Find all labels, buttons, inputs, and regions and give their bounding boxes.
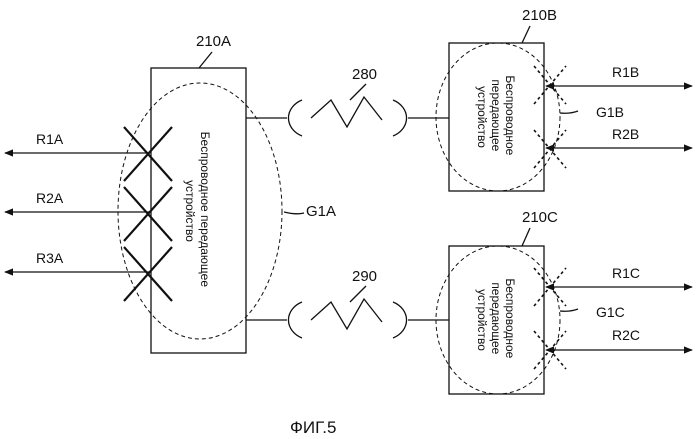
group-c-label: G1C — [596, 304, 625, 320]
port-r2c-label: R2C — [612, 327, 640, 343]
port-r1b-label: R1B — [612, 64, 639, 80]
device-a-leader — [199, 52, 212, 68]
link-bottom-zigzag — [311, 299, 382, 329]
device-c-text-line1: Беспроводное — [503, 278, 517, 358]
device-b-text: Беспроводное передающее устройство — [475, 75, 517, 158]
group-b-leader — [560, 111, 578, 113]
group-b-label: G1B — [596, 104, 624, 120]
device-a-text-line2: устройство — [183, 180, 197, 242]
group-a-leader — [284, 212, 304, 214]
device-b-text-line1: Беспроводное — [503, 75, 517, 155]
device-b-leader — [522, 26, 530, 43]
port-r3a-label: R3A — [36, 250, 64, 266]
link-top: 280 — [246, 66, 449, 136]
device-a-ref: 210A — [196, 33, 231, 50]
link-bottom-ref: 290 — [352, 268, 377, 285]
device-c-leader — [522, 228, 530, 246]
device-a-text-line1: Беспроводное передающее — [198, 132, 212, 288]
port-r2a-label: R2A — [36, 190, 64, 206]
link-top-bracket-left — [288, 100, 302, 136]
port-r1c-label: R1C — [612, 265, 640, 281]
device-b-ref: 210B — [522, 7, 557, 24]
link-top-bracket-right — [393, 100, 407, 136]
link-bottom: 290 — [246, 268, 449, 338]
device-b: 210B G1B Беспроводное передающее устройс… — [436, 7, 692, 191]
group-a-label: G1A — [306, 203, 336, 220]
device-c: 210C G1C Беспроводное передающее устройс… — [436, 209, 692, 394]
device-a: 210A G1A Беспроводное передающее устройс… — [5, 33, 336, 353]
device-b-text-line2: передающее — [489, 79, 503, 151]
link-bottom-bracket-left — [288, 302, 302, 338]
device-c-text-line3: устройство — [475, 289, 489, 351]
device-c-text-line2: передающее — [489, 282, 503, 354]
port-r2b-label: R2B — [612, 126, 639, 142]
device-c-ref: 210C — [522, 209, 558, 226]
device-c-text: Беспроводное передающее устройство — [475, 278, 517, 361]
group-c-leader — [560, 309, 578, 311]
figure-caption: ФИГ.5 — [290, 418, 336, 437]
link-top-ref: 280 — [352, 66, 377, 83]
device-b-text-line3: устройство — [475, 86, 489, 148]
port-r1a-label: R1A — [36, 131, 64, 147]
link-top-zigzag — [311, 97, 382, 127]
link-bottom-bracket-right — [393, 302, 407, 338]
